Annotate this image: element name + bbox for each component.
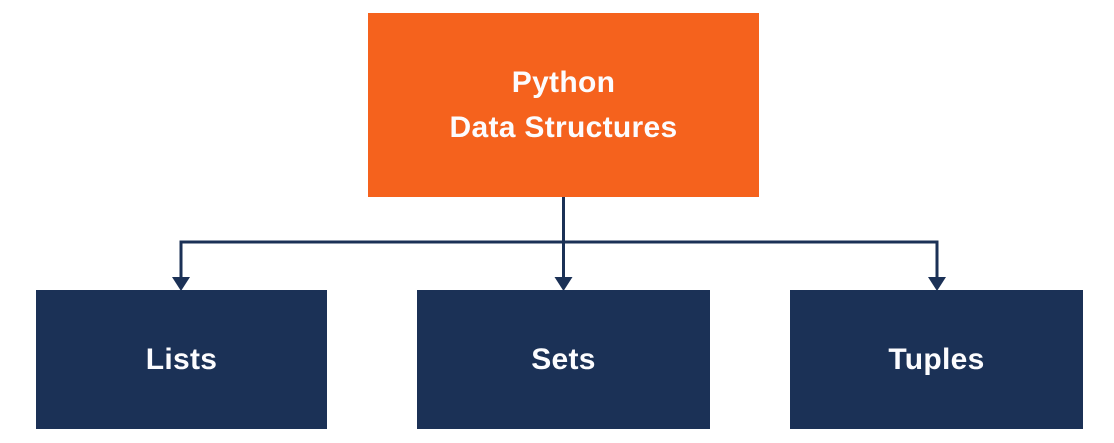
connector-branch-rail (179, 240, 939, 280)
arrowhead-tuples-icon (928, 277, 946, 291)
node-tuples: Tuples (790, 290, 1083, 429)
node-lists-label: Lists (145, 343, 218, 376)
node-tuples-label: Tuples (888, 343, 985, 376)
arrowhead-sets-icon (554, 277, 573, 291)
node-lists: Lists (36, 290, 327, 429)
node-python-data-structures-label: Python Data Structures (449, 66, 678, 144)
arrowhead-lists-icon (172, 277, 190, 291)
node-sets: Sets (417, 290, 710, 429)
node-sets-label: Sets (531, 343, 596, 376)
node-python-data-structures: Python Data Structures (368, 13, 759, 197)
